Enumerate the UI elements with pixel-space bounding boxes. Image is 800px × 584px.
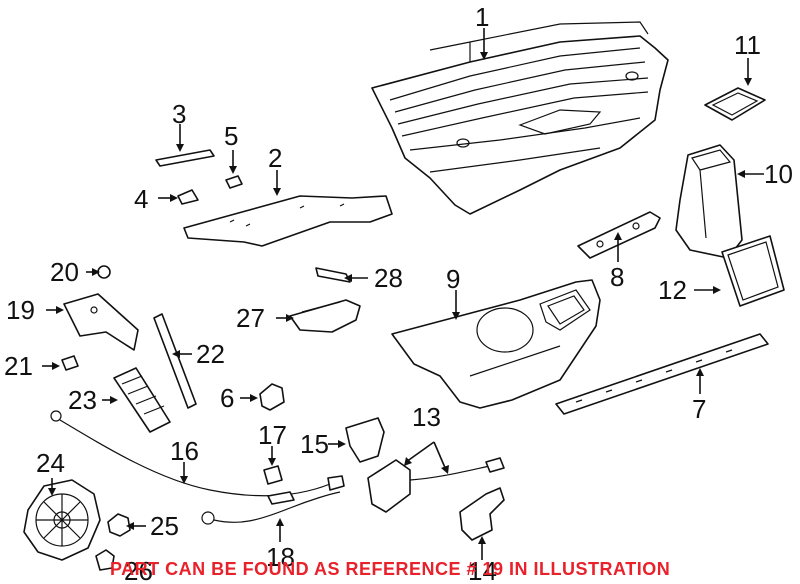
callout-2: 2 <box>268 143 282 173</box>
callout-23: 23 <box>68 385 97 415</box>
part-15-latch-bracket <box>328 417 385 463</box>
callout-4: 4 <box>134 184 148 214</box>
part-18-cable <box>201 491 341 542</box>
callout-19: 19 <box>6 295 35 325</box>
part-10-air-duct <box>675 144 764 259</box>
callout-1: 1 <box>475 2 489 32</box>
callout-17: 17 <box>258 420 287 450</box>
part-22-strut <box>153 313 197 409</box>
callout-7: 7 <box>692 394 706 424</box>
callout-22: 22 <box>196 339 225 369</box>
callout-27: 27 <box>236 303 265 333</box>
callout-labels: 1 2 3 4 5 6 7 8 9 10 11 12 13 14 15 16 1… <box>4 2 793 584</box>
part-4-clip <box>158 189 199 205</box>
part-16-release-cable <box>50 410 345 497</box>
callout-12: 12 <box>658 275 687 305</box>
part-14-latch <box>459 487 505 560</box>
part-28-pin <box>315 267 368 283</box>
callout-5: 5 <box>224 121 238 151</box>
part-20-bolt <box>86 265 111 279</box>
part-21-bolt <box>42 355 79 371</box>
part-17-clip <box>263 446 283 485</box>
part-9-panel <box>391 279 601 409</box>
callout-18: 18 <box>266 542 295 572</box>
part-26-grommet <box>95 549 115 571</box>
callout-26: 26 <box>124 556 153 584</box>
part-24-fan <box>23 478 101 561</box>
part-23-pad <box>102 367 171 433</box>
callout-11: 11 <box>734 30 761 60</box>
part-6-bump-stop <box>240 383 285 411</box>
callout-24: 24 <box>36 448 65 478</box>
callout-3: 3 <box>172 99 186 129</box>
callout-14: 14 <box>468 556 497 584</box>
part-8-hinge-bar <box>577 211 661 262</box>
part-13-lock-cable <box>367 441 505 513</box>
part-1-deck-lid <box>371 21 669 215</box>
part-25-nut <box>107 513 146 537</box>
part-12-gasket <box>694 235 785 307</box>
callout-10: 10 <box>764 159 793 189</box>
part-11-cap <box>704 58 766 121</box>
callout-13: 13 <box>412 402 441 432</box>
callout-9: 9 <box>446 264 460 294</box>
part-reference-notice: PART CAN BE FOUND AS REFERENCE # 19 IN I… <box>110 559 670 579</box>
part-5-clip <box>225 150 243 189</box>
callout-20: 20 <box>50 257 79 287</box>
part-3-bracket <box>155 124 215 167</box>
callout-28: 28 <box>374 263 403 293</box>
part-2-insulation-pad <box>183 170 393 247</box>
callout-6: 6 <box>220 383 234 413</box>
callout-8: 8 <box>610 262 624 292</box>
part-19-hinge <box>46 293 139 351</box>
callout-15: 15 <box>300 429 329 459</box>
part-27-bracket <box>276 299 361 333</box>
callout-21: 21 <box>4 351 33 381</box>
callout-25: 25 <box>150 511 179 541</box>
callout-16: 16 <box>170 436 199 466</box>
part-7-trim-strip <box>555 333 769 415</box>
